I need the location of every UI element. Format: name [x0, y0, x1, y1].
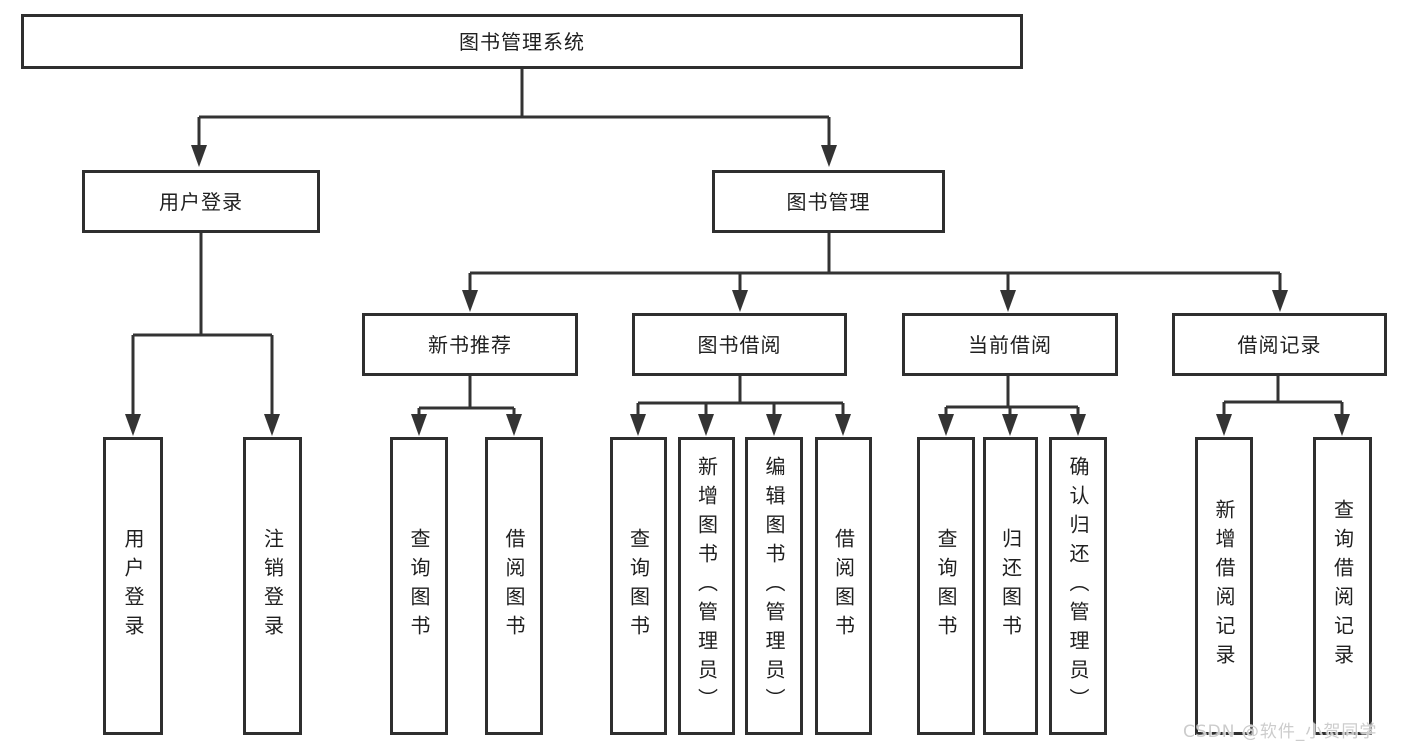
connector-new-book-children [417, 376, 516, 415]
leaf-return-books: 归还图书 [983, 437, 1038, 735]
arrowheads-new-book-children [411, 414, 522, 436]
connector-book-management-groups [468, 233, 1282, 291]
connector-borrow-records-children [1222, 376, 1344, 415]
leaf-query-books-current: 查询图书 [917, 437, 975, 735]
node-current-borrow: 当前借阅 [902, 313, 1118, 376]
node-new-book-recommend: 新书推荐 [362, 313, 578, 376]
node-book-management: 图书管理 [712, 170, 945, 233]
arrowheads-borrow-records-children [1216, 414, 1350, 436]
leaf-borrow-books: 借阅图书 [815, 437, 872, 735]
node-book-borrow: 图书借阅 [632, 313, 847, 376]
leaf-query-books-borrow: 查询图书 [610, 437, 667, 735]
leaf-confirm-return-admin: 确认归还（管理员） [1049, 437, 1107, 735]
arrowheads-user-login-children [125, 414, 280, 436]
leaf-add-books-admin: 新增图书（管理员） [678, 437, 735, 735]
node-borrow-records: 借阅记录 [1172, 313, 1387, 376]
leaf-edit-books-admin: 编辑图书（管理员） [745, 437, 803, 735]
leaf-query-books-recommend: 查询图书 [390, 437, 448, 735]
node-user-login: 用户登录 [82, 170, 320, 233]
connector-current-borrow-children [944, 376, 1080, 415]
leaf-logout: 注销登录 [243, 437, 302, 735]
arrowheads-level2 [191, 145, 837, 167]
connector-book-borrow-children [636, 376, 845, 415]
node-root: 图书管理系统 [21, 14, 1023, 69]
connector-user-login-children [131, 233, 274, 415]
leaf-user-login: 用户登录 [103, 437, 163, 735]
connector-root-to-level2 [197, 69, 831, 146]
arrowheads-level3 [462, 290, 1288, 312]
leaf-query-borrow-record: 查询借阅记录 [1313, 437, 1372, 735]
leaf-borrow-books-recommend: 借阅图书 [485, 437, 543, 735]
watermark: CSDN @软件_小贺同学 [1183, 722, 1378, 742]
arrowheads-current-borrow-children [938, 414, 1086, 436]
arrowheads-book-borrow-children [630, 414, 851, 436]
leaf-add-borrow-record: 新增借阅记录 [1195, 437, 1253, 735]
